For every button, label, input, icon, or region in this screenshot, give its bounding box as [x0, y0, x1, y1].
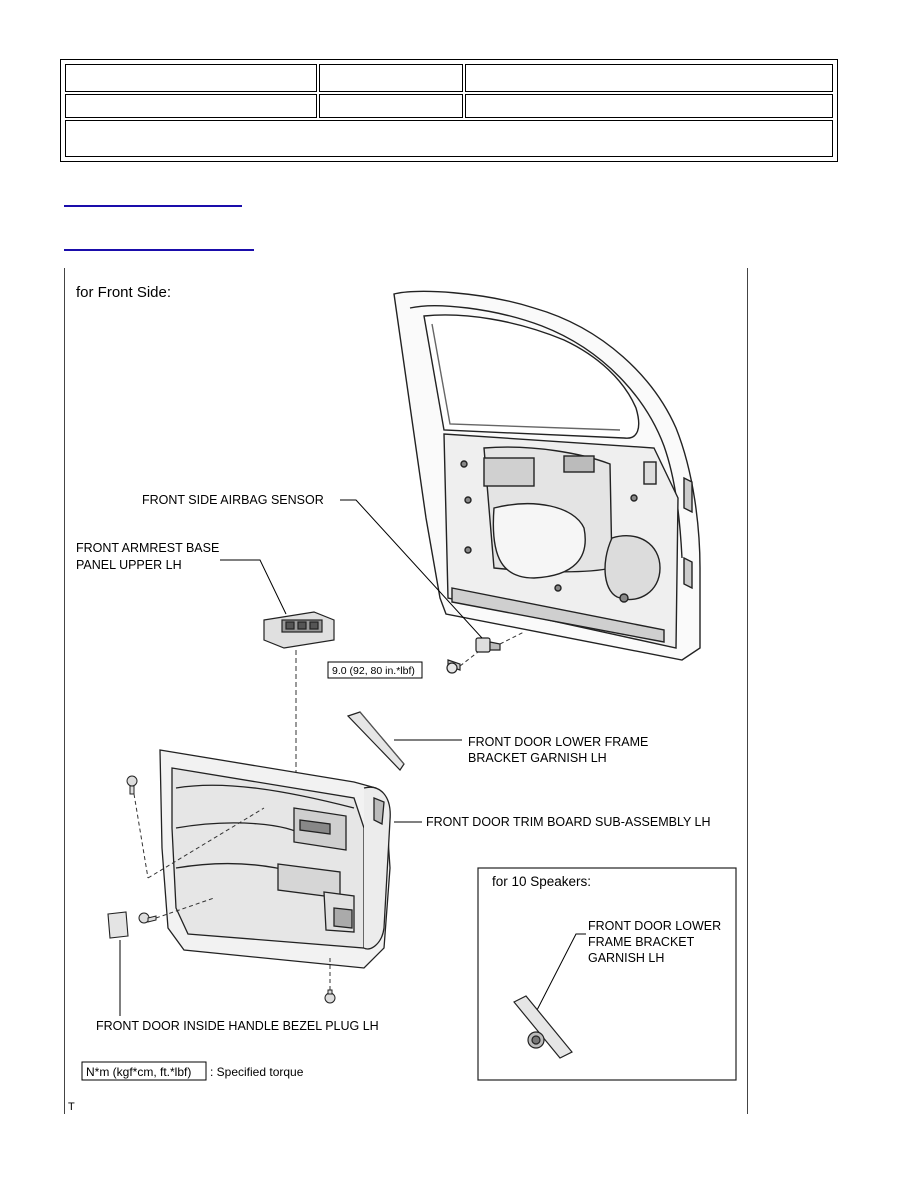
inset-leader — [535, 933, 586, 1013]
header-wide-cell — [65, 120, 833, 157]
airbag-sensor-leader — [340, 499, 483, 639]
lower-frame-garnish-part — [346, 711, 405, 771]
parts-diagram: for Front Side: — [64, 268, 748, 1114]
nav-link-1[interactable] — [64, 205, 242, 207]
header-cell — [465, 94, 833, 118]
door-inner-panel — [393, 290, 701, 661]
inset-label-line3: GARNISH LH — [588, 951, 664, 965]
bezel-plug-part — [107, 911, 129, 939]
nav-link-2[interactable] — [64, 249, 254, 251]
speakers-inset-box — [477, 867, 737, 1081]
inset-label-line2: FRAME BRACKET — [588, 935, 695, 949]
bezel-plug-label: FRONT DOOR INSIDE HANDLE BEZEL PLUG LH — [96, 1019, 379, 1033]
door-exploded-view: for Front Side: — [76, 284, 737, 1081]
lower-frame-label-line2: BRACKET GARNISH LH — [468, 751, 607, 765]
legend-text: : Specified torque — [210, 1065, 304, 1079]
airbag-sensor-label: FRONT SIDE AIRBAG SENSOR — [142, 493, 324, 507]
header-cell — [319, 64, 463, 92]
figure-left-border — [64, 268, 65, 1114]
header-cell — [65, 64, 317, 92]
trim-board-part — [159, 749, 391, 969]
lower-frame-label-line1: FRONT DOOR LOWER FRAME — [468, 735, 648, 749]
clip-parts — [126, 775, 336, 1004]
airbag-sensor-part — [446, 637, 501, 674]
legend-box-text: N*m (kgf*cm, ft.*lbf) — [86, 1065, 191, 1079]
armrest-label-line1: FRONT ARMREST BASE — [76, 541, 219, 555]
armrest-leader — [220, 559, 287, 615]
inset-title: for 10 Speakers: — [492, 874, 591, 889]
figure-right-border — [747, 268, 748, 1114]
trim-board-label: FRONT DOOR TRIM BOARD SUB-ASSEMBLY LH — [426, 815, 711, 829]
torque-value: 9.0 (92, 80 in.*lbf) — [332, 665, 415, 677]
armrest-label-line2: PANEL UPPER LH — [76, 558, 182, 572]
legend-box — [81, 1061, 207, 1081]
front-side-label: for Front Side: — [76, 284, 171, 301]
header-cell — [65, 94, 317, 118]
footer-mark: T — [68, 1101, 75, 1113]
header-table — [60, 59, 838, 162]
armrest-panel-part — [263, 611, 335, 649]
torque-box — [327, 661, 423, 679]
header-cell — [319, 94, 463, 118]
inset-label-line1: FRONT DOOR LOWER — [588, 919, 721, 933]
inset-garnish-speaker-part — [513, 995, 573, 1059]
header-cell — [465, 64, 833, 92]
